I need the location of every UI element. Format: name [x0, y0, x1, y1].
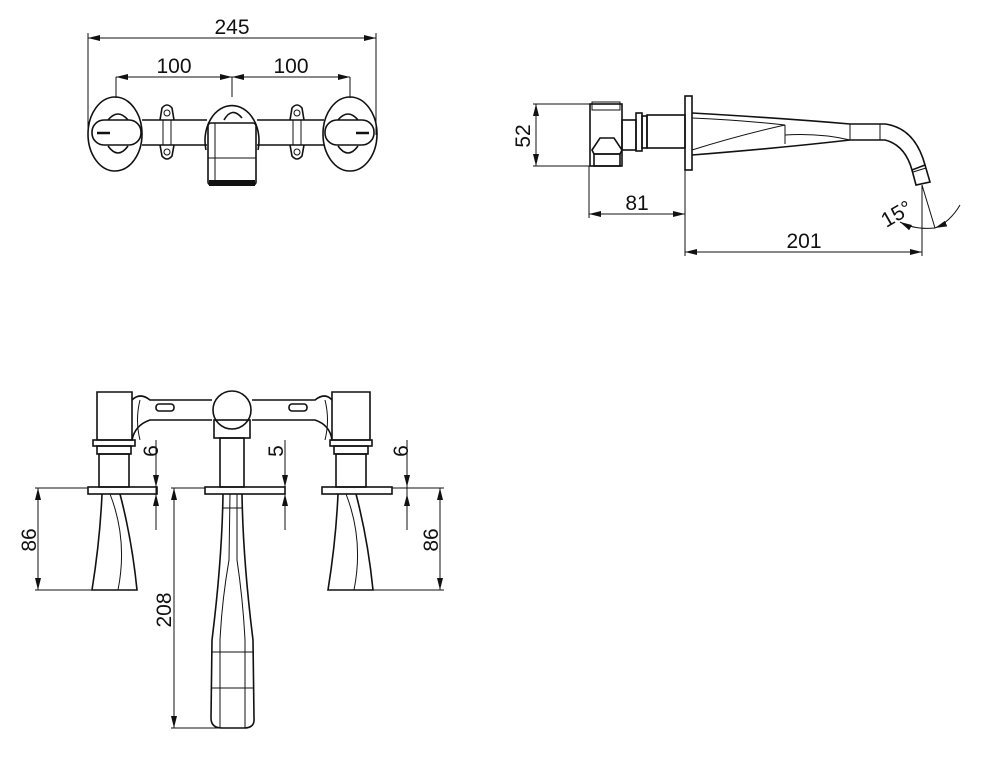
side-view: 52 81 201 15° — [512, 95, 961, 256]
dim-label-spout-length: 208 — [153, 592, 176, 627]
dim-spout-length — [171, 487, 222, 729]
plate-right — [321, 486, 393, 495]
column-left — [92, 439, 136, 488]
spout-side — [691, 112, 932, 186]
mixer-bar — [96, 390, 371, 488]
plate-center — [204, 486, 286, 495]
installation-view: 6 5 6 86 86 208 — [18, 390, 444, 729]
handle-left — [87, 96, 143, 172]
dim-label-left-gap: 6 — [140, 445, 163, 457]
angle-reference-line — [921, 184, 936, 229]
bracket-left — [159, 104, 175, 160]
plate-left — [87, 486, 158, 495]
dim-right-handle-length — [373, 487, 444, 591]
dim-label-spout-angle: 15° — [877, 196, 916, 232]
spout-front — [210, 493, 255, 729]
dim-label-left-handle-length: 86 — [18, 528, 41, 551]
dim-label-center-gap: 5 — [265, 445, 288, 457]
dim-label-overall-width: 245 — [214, 16, 249, 39]
angle-arc — [899, 221, 936, 231]
handle-right — [322, 96, 378, 172]
wall-flange — [684, 95, 693, 171]
angle-arc — [934, 204, 961, 229]
lever-right — [327, 493, 374, 591]
lever-left — [91, 493, 138, 591]
valve-body — [589, 101, 686, 167]
dim-label-right-gap: 6 — [390, 445, 413, 457]
dim-label-spacing-right: 100 — [273, 55, 308, 78]
bracket-right — [289, 104, 305, 160]
dim-label-spout-projection: 201 — [786, 230, 821, 253]
dim-label-right-handle-length: 86 — [420, 528, 443, 551]
front-view: 245 100 100 — [87, 16, 378, 186]
dim-label-body-height: 52 — [512, 124, 535, 147]
dim-label-wall-depth: 81 — [625, 192, 648, 215]
dim-label-spacing-left: 100 — [156, 55, 191, 78]
column-right — [329, 439, 373, 488]
spout-center — [204, 104, 260, 186]
dim-left-handle-length — [35, 487, 137, 591]
